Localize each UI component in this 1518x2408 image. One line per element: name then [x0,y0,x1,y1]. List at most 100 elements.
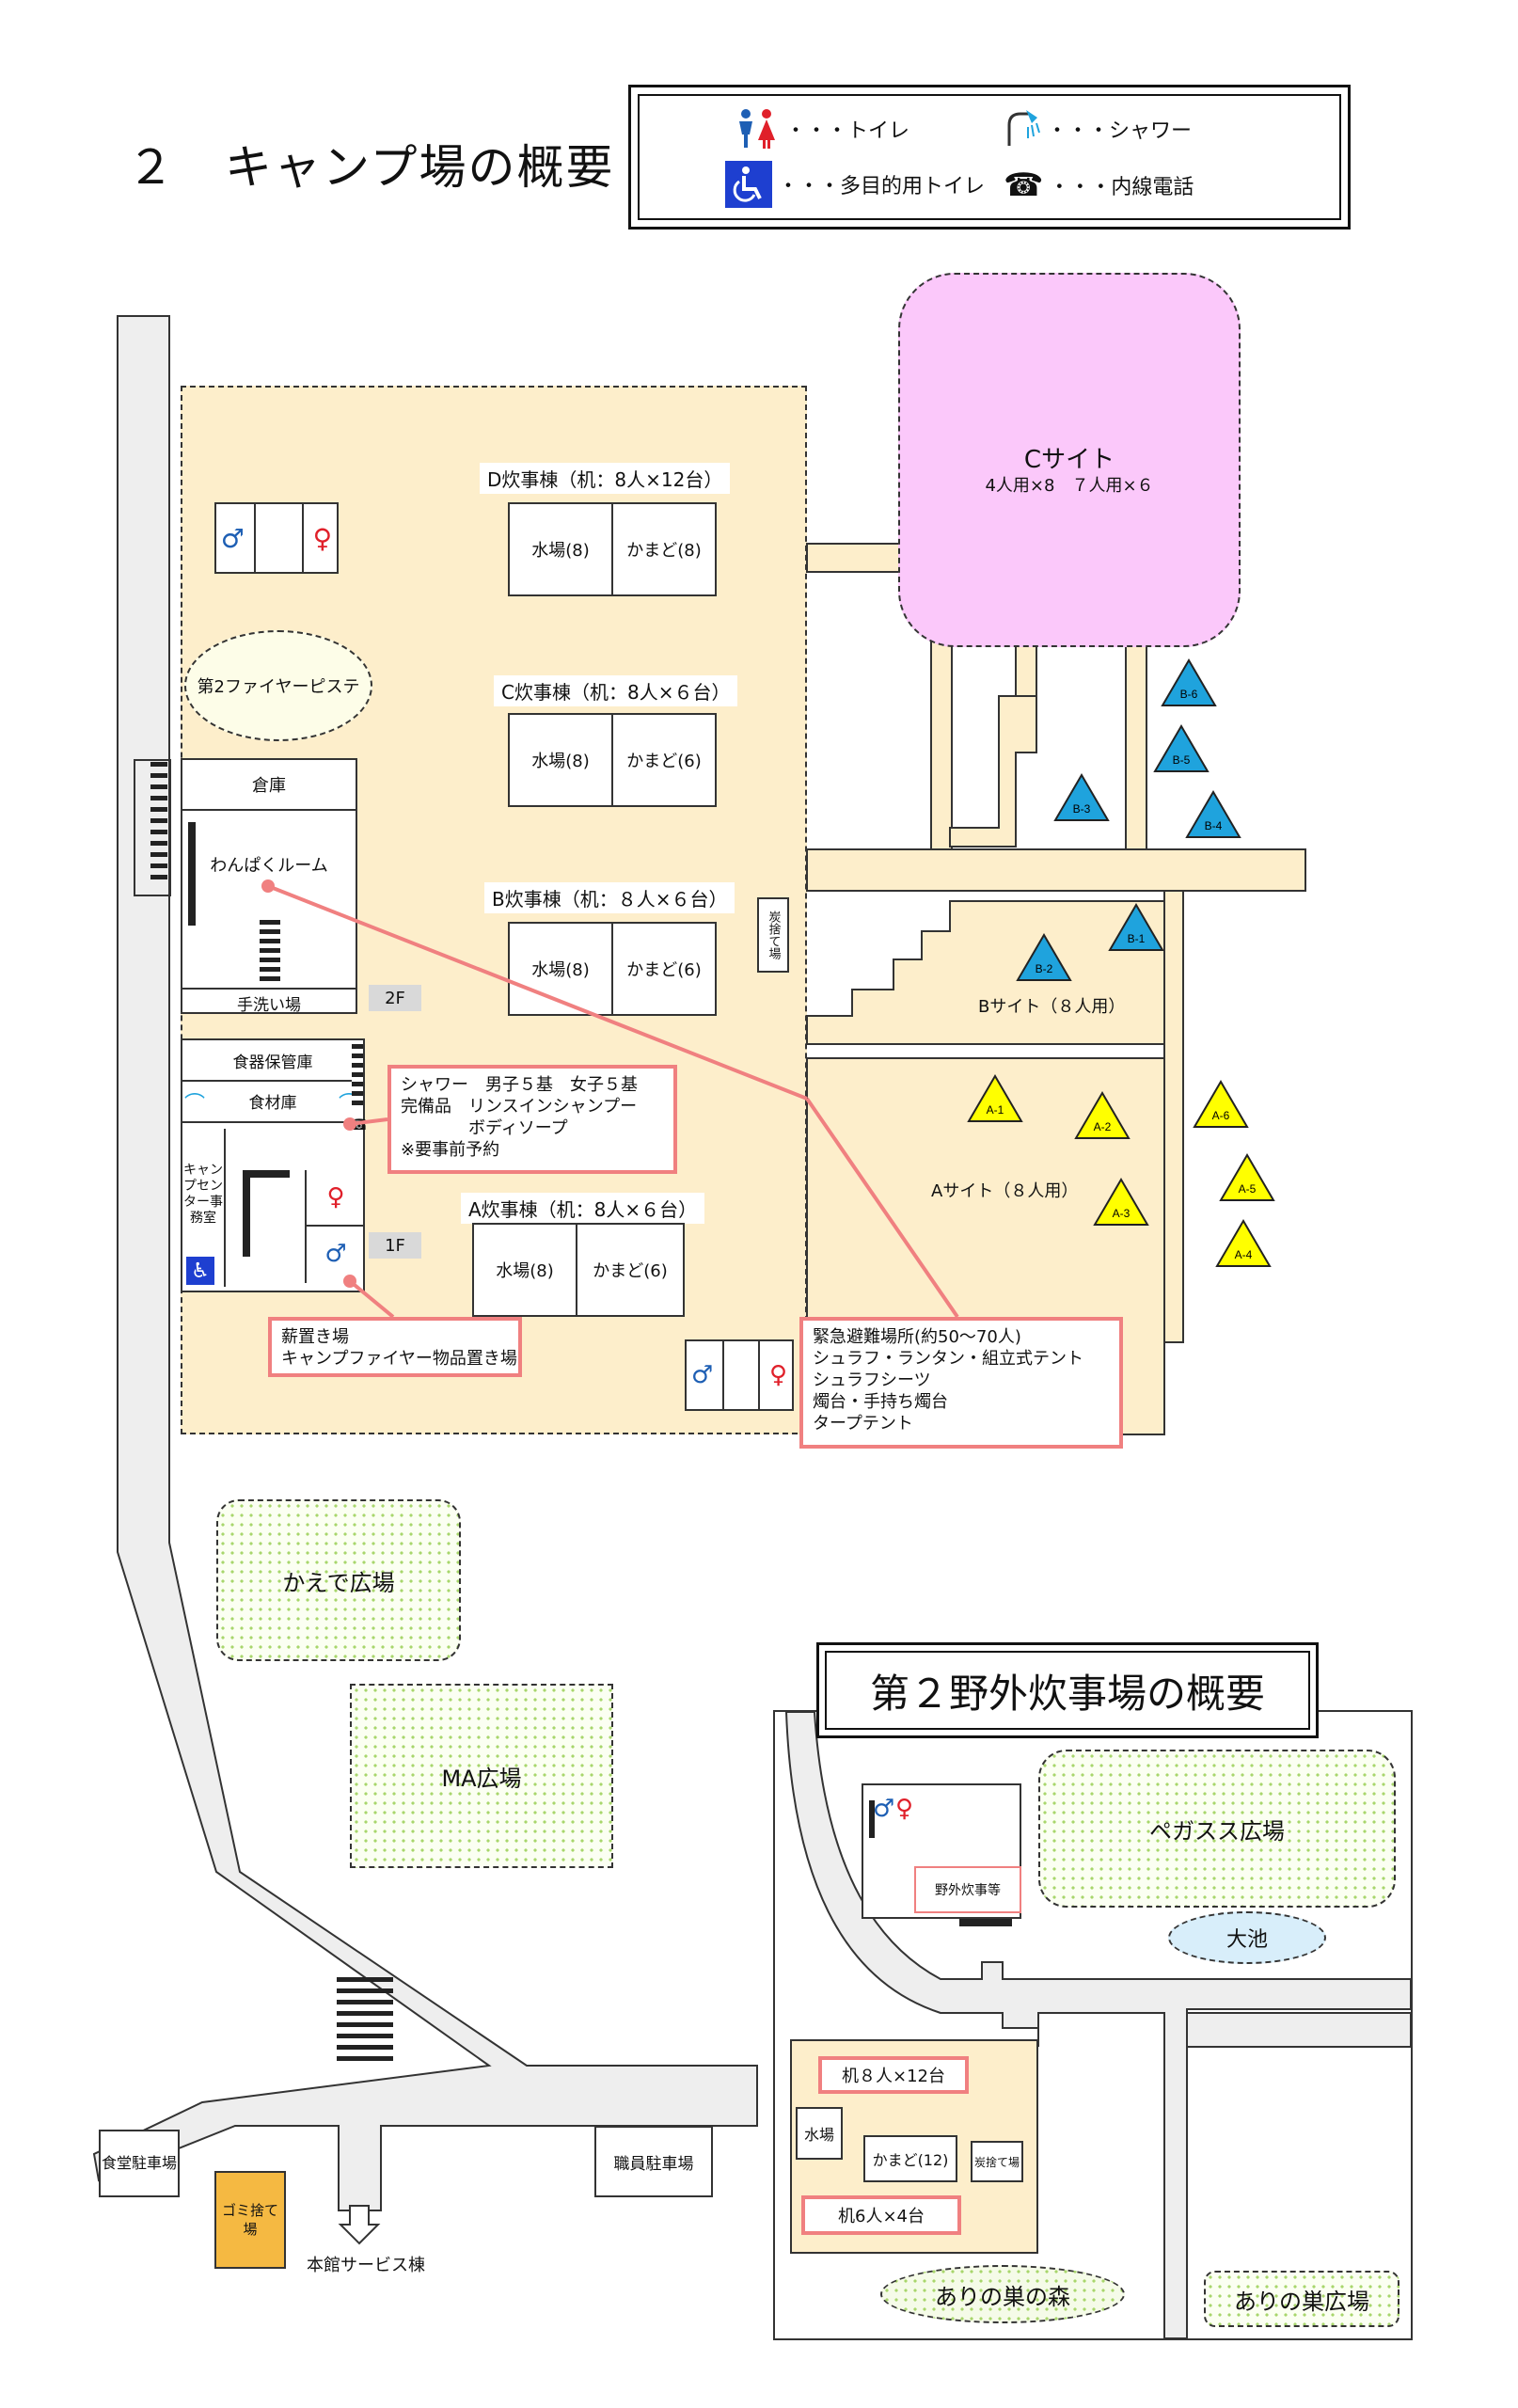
c-site-detail: 4人用×8 ７人用×６ [985,476,1154,496]
shower-icon: ⌒ [184,1093,206,1117]
tent-b4-label: B-4 [1205,819,1223,832]
female-toilet-icon: ♀ [768,1361,787,1389]
accessible-toilet-icon [725,161,772,208]
ma-plaza: MA広場 [350,1684,613,1868]
tent-a6: A-6 [1193,1080,1249,1133]
ari-plaza: ありの巣広場 [1204,2271,1399,2327]
legend-accessible-label: ・・・多目的用トイレ [778,175,986,198]
floor-2f-label: 2F [369,985,421,1011]
toilet-building-1: ♂ ♀ [214,502,339,574]
evacuation-note: 緊急避難場所(約50～70人) シュラフ・ランタン・組立式テント シュラフシーツ… [799,1317,1123,1449]
phone-icon: ☎ [1004,166,1044,204]
page-title: ２ キャンプ場の概要 [127,140,615,195]
legend: ・・・トイレ ・・・シャワー ・・・多目的用トイレ ☎ ・・・内線電話 [628,85,1351,230]
tent-b4: B-4 [1185,790,1241,843]
fire-stage-2: 第2ファイヤーピステ [184,630,372,741]
d-kitchen-stove: かまど(8) [611,502,717,596]
ari-forest: ありの巣の森 [880,2265,1125,2323]
wanpaku-room-label: わんぱくルーム [210,856,328,876]
b-site-label: Bサイト（８人用） [978,997,1126,1017]
shower-note: シャワー 男子５基 女子５基 完備品 リンスインシャンプー ボディソープ ※要事… [387,1065,677,1174]
kaede-plaza: かえで広場 [216,1499,461,1661]
tent-b3: B-3 [1053,773,1110,826]
tableware-storage-label: 食器保管庫 [182,1040,363,1082]
c-kitchen-label: C炊事棟（机：8人×６台） [494,675,738,706]
legend-shower-label: ・・・シャワー [1047,119,1193,143]
tent-a5: A-5 [1219,1153,1275,1206]
female-toilet-icon: ♀ [895,1795,914,1823]
second-kitchen-area: 机８人×12台 水場 かまど(12) 炭捨て場 机6人×4台 [790,2039,1038,2254]
firewood-note: 薪置き場 キャンプファイヤー物品置き場 [268,1317,522,1377]
camp-center-label: キャンプセンター事務室 [183,1163,223,1226]
c-kitchen-water: 水場(8) [508,713,613,807]
big-pond: 大池 [1168,1911,1326,1964]
staff-parking: 職員駐車場 [594,2126,713,2197]
pegasus-plaza: ペガスス広場 [1038,1750,1396,1908]
tent-b1-label: B-1 [1128,932,1146,945]
floor-1f-label: 1F [369,1232,421,1259]
tent-b6-label: B-6 [1180,688,1198,701]
second-site-title-box: 第２野外炊事場の概要 [816,1642,1319,1738]
accessible-toilet-icon: ♿ [186,1257,214,1285]
male-toilet-icon: ♂ [873,1795,895,1823]
dining-parking: 食堂駐車場 [99,2130,180,2197]
tent-b6: B-6 [1161,658,1217,711]
a-kitchen-label: A炊事棟（机：8人×６台） [461,1193,705,1224]
tent-b2-label: B-2 [1036,962,1053,975]
second-stove: かまど(12) [863,2135,957,2182]
legend-toilet-label: ・・・トイレ [785,119,910,143]
tent-a6-label: A-6 [1212,1109,1230,1122]
second-water: 水場 [796,2107,843,2160]
female-toilet-icon: ♀ [312,522,333,554]
outdoor-kitchen-label: 野外炊事等 [914,1866,1021,1913]
a-site-label: Aサイト（８人用） [931,1181,1079,1201]
ingredients-label: 食材庫 [182,1080,363,1123]
garbage-area: ゴミ捨て場 [214,2171,286,2269]
male-toilet-icon: ♂ [324,1240,347,1268]
tent-a3: A-3 [1093,1178,1149,1230]
b-kitchen-label: B炊事棟（机：８人×６台） [484,882,735,913]
table-8-label: 机８人×12台 [818,2056,969,2094]
storage-label: 倉庫 [182,760,356,811]
tent-a4-label: A-4 [1235,1248,1253,1261]
main-service-label: 本館サービス棟 [307,2256,425,2275]
shower-icon [1007,110,1040,146]
tent-b5-label: B-5 [1173,753,1191,767]
tent-b2: B-2 [1016,933,1072,986]
tent-a4: A-4 [1215,1219,1272,1272]
d-kitchen-water: 水場(8) [508,502,613,596]
male-toilet-icon: ♂ [220,522,245,554]
tent-b3-label: B-3 [1073,802,1091,816]
center-building: 食器保管庫 食材庫 ⌒ ⌒ キャンプセンター事務室 ♀ ♂ ♿ [181,1038,365,1292]
legend-shower: ・・・シャワー [1004,108,1192,150]
female-toilet-icon: ♀ [307,1170,365,1227]
male-toilet-icon: ♂ [690,1361,714,1389]
c-site: Cサイト 4人用×8 ７人用×６ [898,273,1241,647]
handwash-label: 手洗い場 [182,988,356,1016]
second-charcoal: 炭捨て場 [971,2141,1023,2182]
toilet-icon [739,109,775,149]
tent-b5: B-5 [1153,724,1210,777]
table-6-label: 机6人×4台 [801,2195,961,2235]
legend-accessible: ・・・多目的用トイレ [725,161,985,208]
tent-b1: B-1 [1108,903,1164,956]
tent-a5-label: A-5 [1239,1182,1257,1196]
b-kitchen-stove: かまど(6) [611,922,717,1016]
c-site-name: Cサイト [1023,446,1115,474]
tent-a2: A-2 [1074,1091,1131,1144]
tent-a2-label: A-2 [1094,1120,1112,1133]
charcoal-dump: 炭捨て場 [757,897,789,973]
tent-a1-label: A-1 [987,1103,1004,1117]
tent-a3-label: A-3 [1113,1207,1131,1220]
legend-phone-label: ・・・内線電話 [1049,176,1194,199]
d-kitchen-label: D炊事棟（机：8人×12台） [480,463,731,494]
a-kitchen-stove: かまど(6) [576,1223,685,1317]
second-site-title: 第２野外炊事場の概要 [825,1651,1310,1730]
toilet-building-2: ♂ ♀ [685,1339,794,1411]
legend-toilet: ・・・トイレ [735,108,909,150]
c-kitchen-stove: かまど(6) [611,713,717,807]
second-kitchen-building: ♂ ♀ 野外炊事等 [862,1783,1021,1919]
